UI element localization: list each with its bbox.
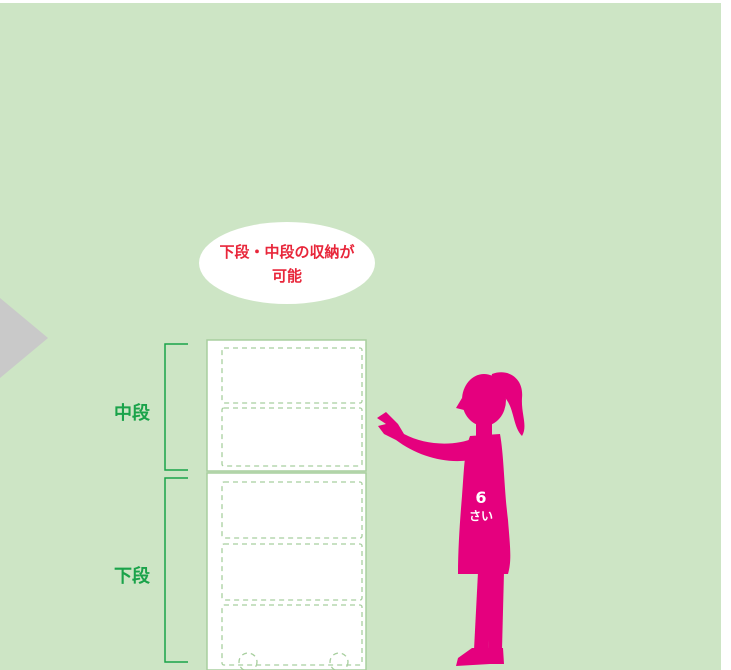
drawer-lower-3 [221, 604, 363, 666]
lower-bracket [164, 477, 188, 663]
drawer-lower-2 [221, 543, 363, 601]
callout-line-1: 下段・中段の収納が [219, 243, 355, 261]
label-middle: 中段 [114, 402, 151, 424]
shelf-unit [206, 339, 367, 670]
callout-line-2: 可能 [272, 267, 302, 285]
shelf-lower-section [206, 472, 367, 670]
drawer-middle-2 [221, 407, 363, 467]
callout-bubble: 下段・中段の収納が 可能 [199, 222, 375, 304]
age-number: 6 [475, 488, 486, 507]
shelf-middle-section [206, 339, 367, 472]
drawer-middle-1 [221, 347, 363, 404]
child-silhouette-icon [377, 372, 525, 666]
caster-left-icon [238, 652, 258, 670]
caster-right-icon [329, 652, 349, 670]
arrow-right-icon [0, 298, 48, 378]
label-lower: 下段 [114, 565, 151, 587]
drawer-lower-1 [221, 481, 363, 539]
middle-bracket [164, 343, 188, 471]
age-unit: さい [469, 509, 493, 523]
